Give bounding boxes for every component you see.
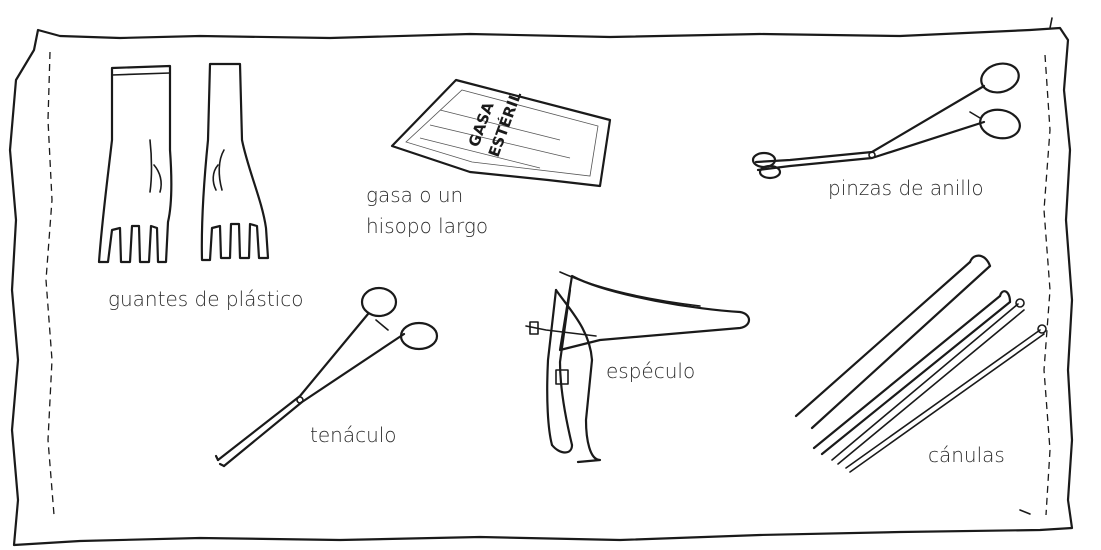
gauze-label-line1: gasa o un — [366, 183, 464, 207]
speculum-label: espéculo — [606, 359, 696, 383]
tenaculum-icon — [214, 286, 439, 468]
gloves-icon — [97, 62, 270, 264]
cloth-outline — [8, 17, 1074, 547]
gloves-label: guantes de plástico — [108, 287, 304, 311]
ring-forceps-label: pinzas de anillo — [828, 176, 984, 200]
speculum-icon — [525, 271, 751, 464]
ring-forceps-icon — [751, 62, 1021, 180]
cannulas-icon — [794, 254, 1047, 473]
gauze-package-icon: GASA ESTÉRIL — [390, 78, 612, 188]
tenaculum-label: tenáculo — [310, 423, 397, 447]
cannulas-label: cánulas — [928, 443, 1005, 467]
gauze-label-line2: hisopo largo — [366, 214, 489, 238]
